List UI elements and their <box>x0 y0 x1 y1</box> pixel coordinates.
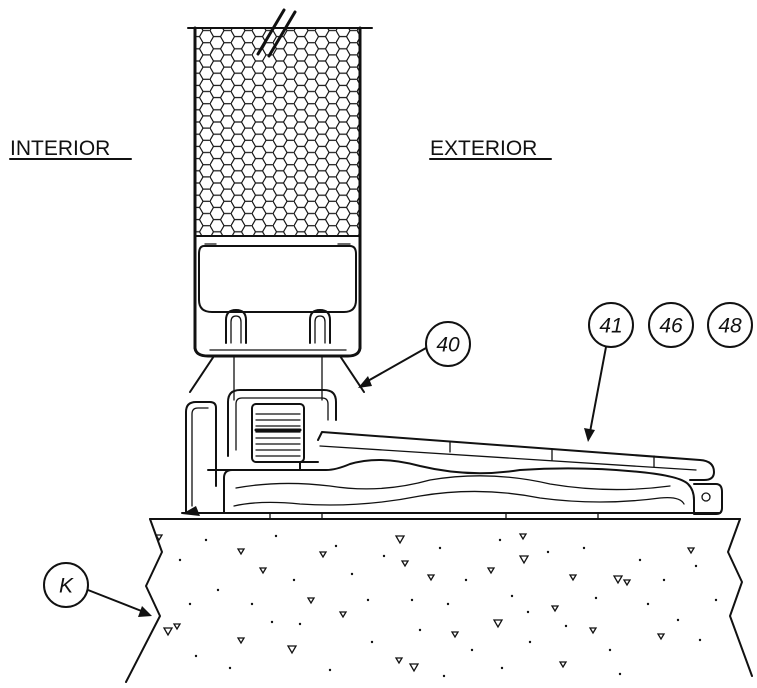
sill-nose-bead <box>701 492 711 502</box>
callout-41-text: 41 <box>599 315 622 338</box>
sill-body-wave-1 <box>233 490 685 507</box>
interior-label-group: INTERIOR <box>9 137 132 160</box>
break-symbol-line-a <box>256 8 286 56</box>
sill-left-jamb-outer <box>185 401 217 514</box>
break-symbol-line-b <box>267 10 297 58</box>
callout-41-arrowhead <box>584 428 595 442</box>
sill-body-wave-2 <box>235 475 671 491</box>
retainer-left-outer <box>225 309 247 344</box>
callout-41-46-48: 41 46 48 <box>584 302 753 442</box>
sill-nose <box>693 483 723 515</box>
callout-k-text: K <box>59 575 74 598</box>
callout-k-bubble <box>43 562 89 608</box>
callout-41-leader <box>589 346 607 433</box>
sill-cap-inner <box>319 445 697 471</box>
sill-left-jamb-inner <box>191 407 209 507</box>
callout-k: K <box>43 562 152 617</box>
concrete-sand-dots <box>178 534 718 678</box>
exterior-label: EXTERIOR <box>430 137 537 160</box>
sweep-leg-left <box>189 355 215 393</box>
sealant-bead <box>182 506 200 516</box>
seal-housing <box>251 403 305 463</box>
seal-coil-lines <box>255 413 301 457</box>
sweep-seal-coil <box>251 403 305 463</box>
carrier-inner <box>235 397 329 451</box>
retainer-right-inner <box>314 315 326 344</box>
callout-46-text: 46 <box>659 315 683 338</box>
slab-left-break <box>125 518 163 683</box>
callout-40: 40 <box>358 321 471 388</box>
exterior-label-group: EXTERIOR <box>429 137 552 160</box>
concrete-slab <box>125 518 753 683</box>
panel-insulation-core <box>195 28 360 236</box>
callout-k-arrowhead <box>138 606 152 617</box>
retainer-right-outer <box>309 309 331 344</box>
slab-right-break <box>727 518 753 677</box>
sill-cap-top <box>317 431 715 481</box>
callout-40-bubble <box>425 321 471 367</box>
callout-40-arrowhead <box>358 376 372 388</box>
door-panel <box>187 8 373 401</box>
interior-label: INTERIOR <box>10 137 110 160</box>
bottom-rail-chamber <box>198 245 357 313</box>
sill-body-upper <box>223 458 695 514</box>
concrete-aggregate-marks <box>154 533 696 673</box>
carrier-outer <box>227 389 337 457</box>
retainer-left-inner <box>230 315 242 344</box>
callout-40-leader <box>365 347 427 383</box>
callout-46-bubble <box>648 302 694 348</box>
callout-48-text: 48 <box>718 315 742 338</box>
threshold-assembly <box>181 389 723 520</box>
callout-48-bubble <box>707 302 753 348</box>
carrier-base <box>207 461 319 471</box>
callout-41-bubble <box>588 302 634 348</box>
callout-k-leader <box>87 589 145 613</box>
panel-bottom-plate <box>193 346 362 358</box>
callout-40-text: 40 <box>436 334 460 357</box>
